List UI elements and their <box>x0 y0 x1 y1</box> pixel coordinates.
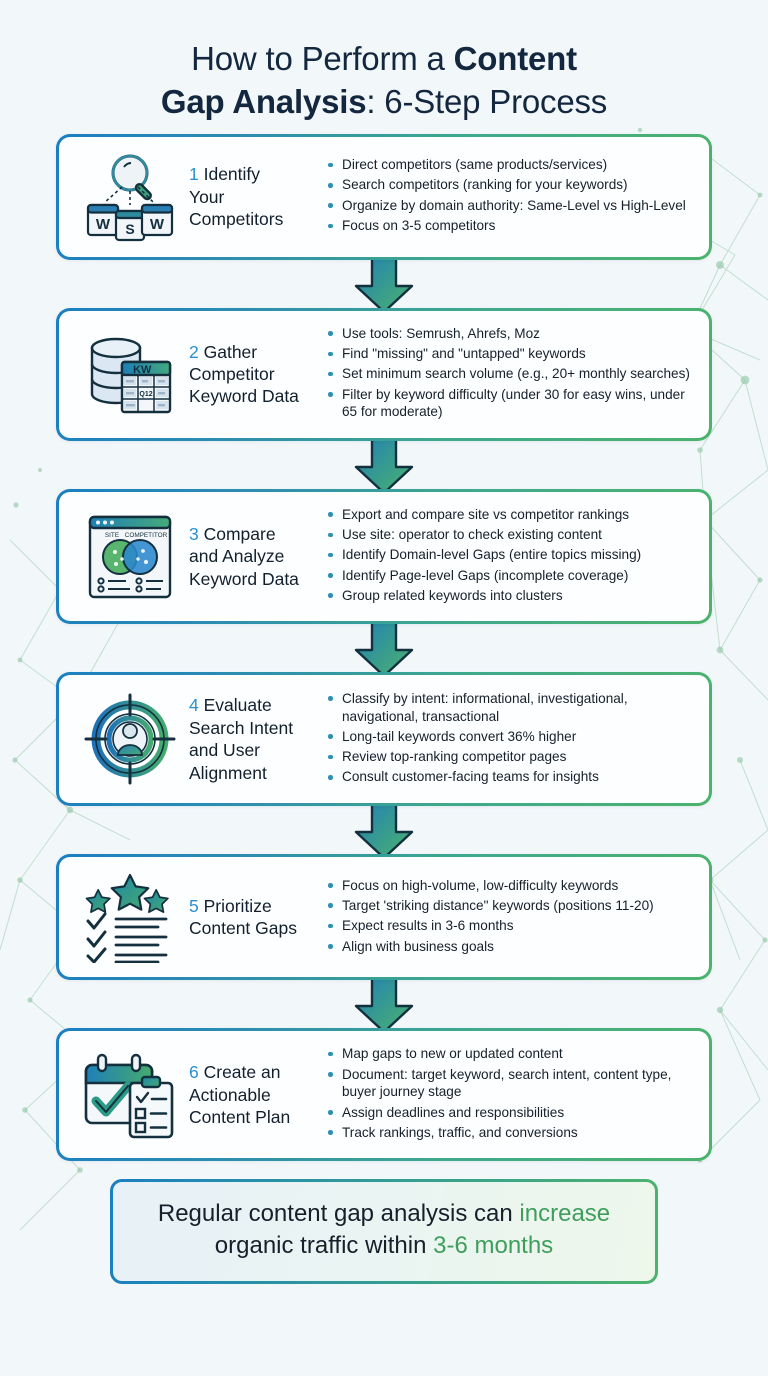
step-bullets-6: Map gaps to new or updated content Docum… <box>319 1045 693 1144</box>
step-heading-first-3: Compare <box>203 523 276 544</box>
list-item: Use tools: Semrush, Ahrefs, Moz <box>327 325 693 343</box>
step-number-2: 2 <box>189 341 199 362</box>
venn-diagram-browser-icon: SITE COMPETITOR <box>71 509 189 605</box>
summary-accent-a: increase <box>519 1200 611 1228</box>
step-bullets-5: Focus on high-volume, low-difficulty key… <box>319 877 693 958</box>
step-number-6: 6 <box>189 1062 199 1083</box>
list-item: Focus on high-volume, low-difficulty key… <box>327 877 693 895</box>
list-item: Expect results in 3-6 months <box>327 917 693 935</box>
title-text-2a: Gap Analysis <box>160 82 367 120</box>
step-heading-rest-4: Search Intent and User Alignment <box>189 717 294 783</box>
step-bullets-2: Use tools: Semrush, Ahrefs, Moz Find "mi… <box>319 325 693 424</box>
title-text-1b: Content <box>453 40 577 77</box>
list-item: Identify Page-level Gaps (incomplete cov… <box>327 567 693 585</box>
list-item: Direct competitors (same products/servic… <box>327 156 693 174</box>
svg-text:SITE: SITE <box>105 532 119 539</box>
step-heading-first-5: Prioritize <box>203 895 272 916</box>
list-item: Filter by keyword difficulty (under 30 f… <box>327 386 693 422</box>
list-item: Search competitors (ranking for your key… <box>327 176 693 194</box>
svg-text:W: W <box>150 216 165 233</box>
title-text-2b: : 6-Step Process <box>366 82 608 120</box>
list-item: Focus on 3-5 competitors <box>327 217 693 235</box>
arrow-connector-2 <box>56 434 712 494</box>
list-item: Track rankings, traffic, and conversions <box>327 1124 693 1142</box>
list-item: Long-tail keywords convert 36% higher <box>327 728 693 746</box>
step-heading-rest-6: Actionable Content Plan <box>189 1084 291 1127</box>
svg-text:COMPETITOR: COMPETITOR <box>125 532 168 539</box>
step-card-2[interactable]: KW <box>56 308 712 441</box>
svg-text:W: W <box>96 216 111 233</box>
step-heading-first-6: Create an <box>203 1062 281 1083</box>
calendar-clipboard-icon <box>71 1049 189 1141</box>
list-item: Use site: operator to check existing con… <box>327 526 693 544</box>
summary-text: Regular content gap analysis can increas… <box>131 1198 637 1262</box>
target-user-icon <box>71 689 189 789</box>
summary-accent-b: 3-6 months <box>433 1232 554 1260</box>
summary-text-b: organic traffic within <box>214 1232 434 1260</box>
list-item: Target 'striking distance" keywords (pos… <box>327 897 693 915</box>
step-heading-first-4: Evaluate <box>203 695 272 716</box>
step-heading-rest-2: Competitor Keyword Data <box>189 364 299 407</box>
list-item: Map gaps to new or updated content <box>327 1045 693 1063</box>
step-number-1: 1 <box>189 164 199 185</box>
svg-text:S: S <box>125 221 134 237</box>
list-item: Organize by domain authority: Same-Level… <box>327 197 693 215</box>
arrow-connector-3 <box>56 618 712 678</box>
arrow-connector-5 <box>56 974 712 1034</box>
title-line-2: Gap Analysis: 6-Step Process <box>30 81 738 124</box>
step-heading-first-1: Identify <box>203 164 261 185</box>
list-item: Identify Domain-level Gaps (entire topic… <box>327 546 693 564</box>
stars-checklist-icon <box>71 871 189 964</box>
step-heading-rest-3: and Analyze Keyword Data <box>189 546 299 589</box>
title-text-1a: How to Perform a <box>191 40 454 77</box>
arrow-connector-1 <box>56 253 712 313</box>
arrow-connector-4 <box>56 800 712 860</box>
list-item: Classify by intent: informational, inves… <box>327 690 693 726</box>
list-item: Group related keywords into clusters <box>327 587 693 605</box>
title-line-1: How to Perform a Content <box>30 38 738 81</box>
list-item: Assign deadlines and responsibilities <box>327 1104 693 1122</box>
list-item: Export and compare site vs competitor ra… <box>327 506 693 524</box>
step-heading-rest-5: Content Gaps <box>189 918 297 939</box>
database-spreadsheet-icon: KW <box>71 328 189 420</box>
list-item: Align with business goals <box>327 938 693 956</box>
list-item: Review top-ranking competitor pages <box>327 748 693 766</box>
list-item: Document: target keyword, search intent,… <box>327 1066 693 1102</box>
page-title: How to Perform a Content Gap Analysis: 6… <box>0 0 768 134</box>
magnifier-competitor-windows-icon: W S W <box>71 151 189 243</box>
step-number-4: 4 <box>189 695 199 716</box>
list-item: Consult customer-facing teams for insigh… <box>327 768 693 786</box>
summary-text-a: Regular content gap analysis can <box>157 1200 520 1228</box>
step-number-3: 3 <box>189 523 199 544</box>
step-number-5: 5 <box>189 895 199 916</box>
step-bullets-1: Direct competitors (same products/servic… <box>319 156 693 237</box>
footer-section: Regular content gap analysis can increas… <box>0 1161 768 1283</box>
step-bullets-4: Classify by intent: informational, inves… <box>319 690 693 789</box>
list-item: Set minimum search volume (e.g., 20+ mon… <box>327 365 693 383</box>
step-heading-first-2: Gather <box>203 341 258 362</box>
svg-text:KW: KW <box>133 364 152 376</box>
step-bullets-3: Export and compare site vs competitor ra… <box>319 506 693 607</box>
list-item: Find "missing" and "untapped" keywords <box>327 345 693 363</box>
step-heading-rest-1: Your Competitors <box>189 186 284 229</box>
svg-text:Q12: Q12 <box>139 391 152 398</box>
summary-banner: Regular content gap analysis can increas… <box>110 1179 658 1283</box>
